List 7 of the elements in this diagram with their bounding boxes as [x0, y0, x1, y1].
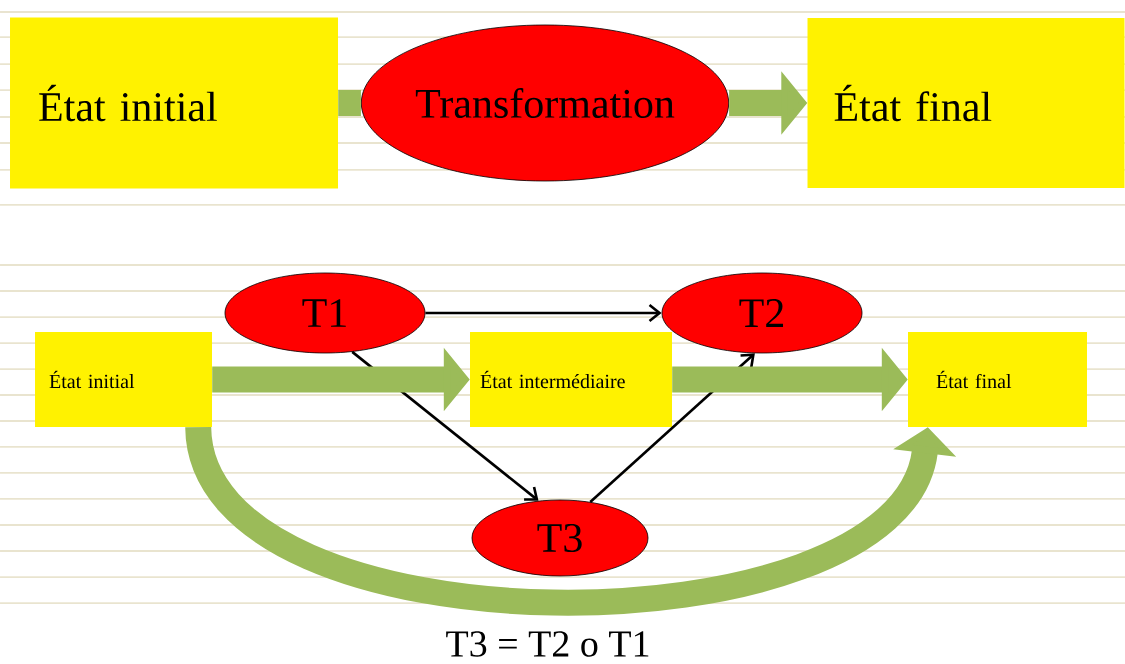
- state-box: État initial: [10, 17, 338, 189]
- arrow: [425, 304, 662, 322]
- formula-caption: T3 = T2 o T1: [446, 631, 649, 657]
- state-box: État initial: [35, 332, 212, 427]
- state-box: État intermédiaire: [470, 332, 672, 427]
- state-box: État final: [908, 332, 1087, 427]
- state-box: État final: [807, 18, 1125, 188]
